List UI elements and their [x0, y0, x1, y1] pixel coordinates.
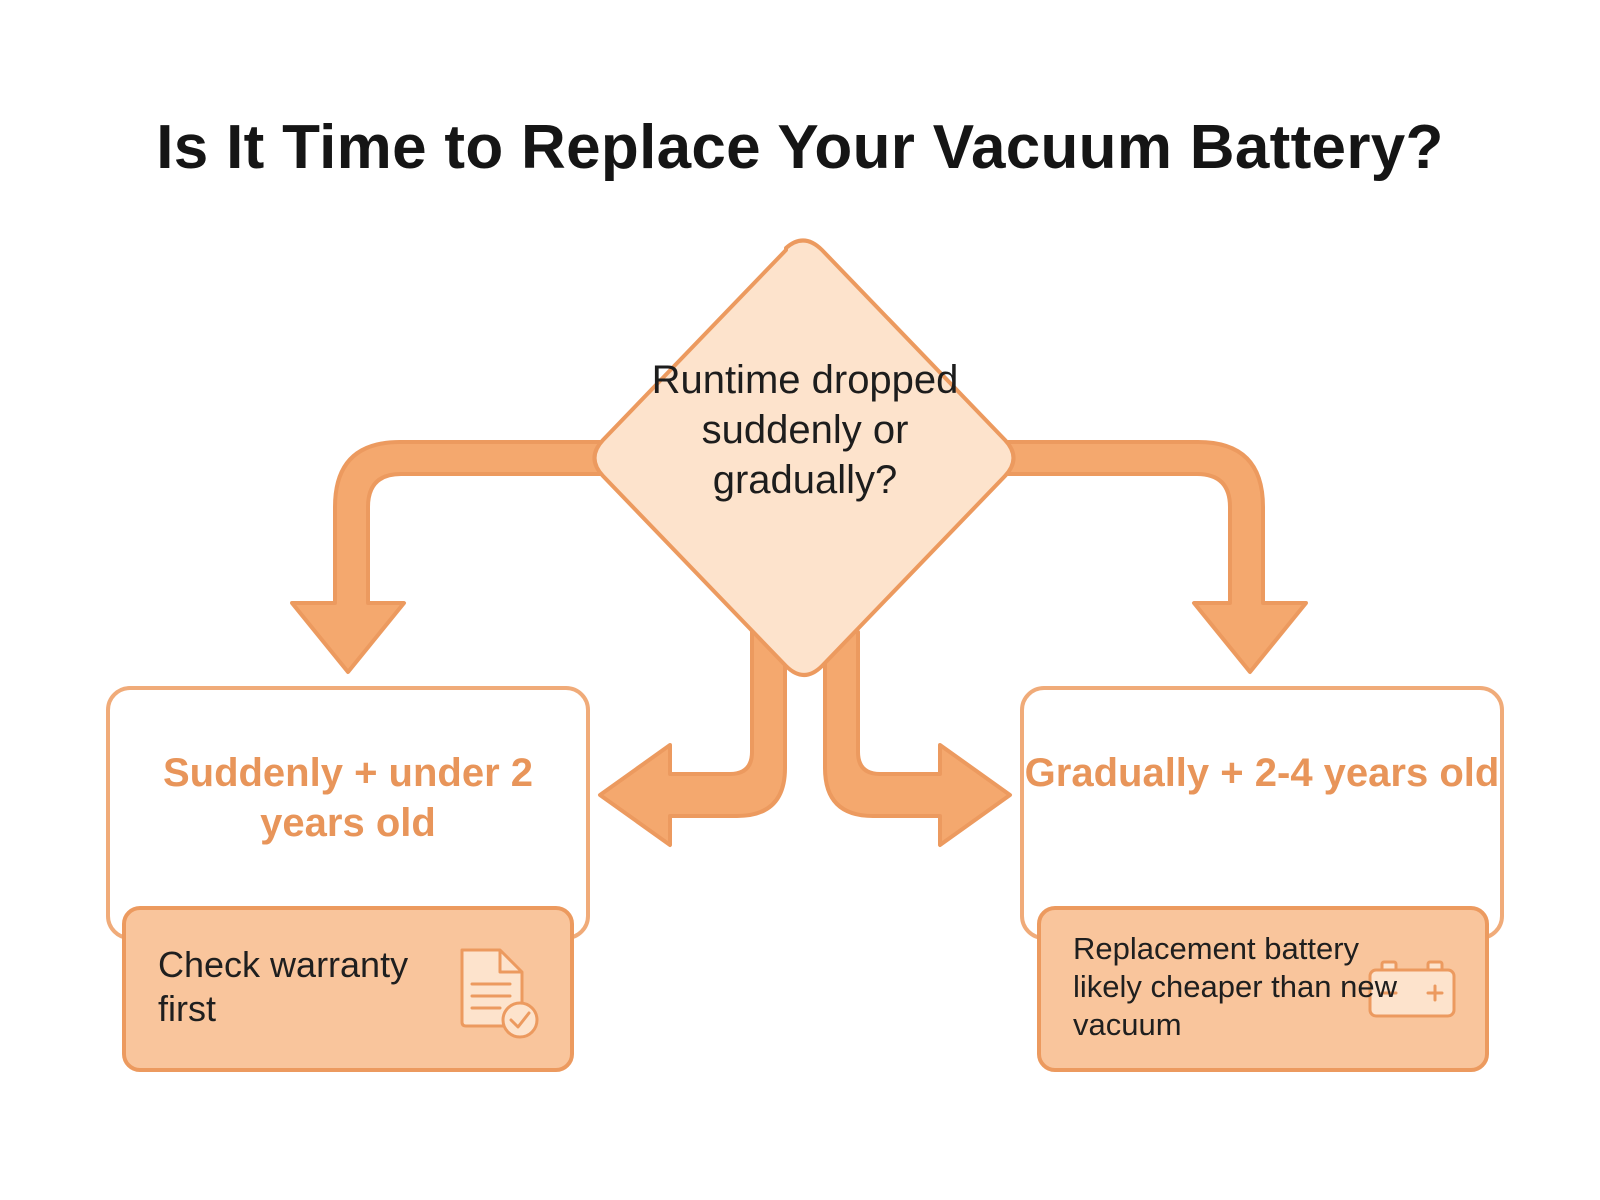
battery-icon — [1368, 960, 1456, 1018]
decision-question: Runtime dropped suddenly or gradually? — [651, 358, 959, 502]
action-text-right: Replacement battery likely cheaper than … — [1073, 931, 1397, 1042]
arrow-left-elbow — [290, 440, 602, 674]
diagram-title: Is It Time to Replace Your Vacuum Batter… — [156, 113, 1444, 182]
action-box-left — [122, 906, 574, 1072]
action-box-right — [1037, 906, 1489, 1072]
arrow-right-lower — [823, 630, 1012, 847]
arrow-right-elbow — [1003, 440, 1308, 674]
outcome-label-right: Gradually + 2-4 years old — [1024, 751, 1500, 795]
outcome-label-left: Suddenly + under 2 years old — [162, 751, 534, 845]
outcome-card-right — [1020, 686, 1504, 940]
action-text-left: Check warranty first — [158, 944, 409, 1029]
decision-diamond — [592, 238, 1016, 677]
arrow-left-lower — [598, 630, 787, 847]
document-check-icon — [460, 948, 539, 1039]
